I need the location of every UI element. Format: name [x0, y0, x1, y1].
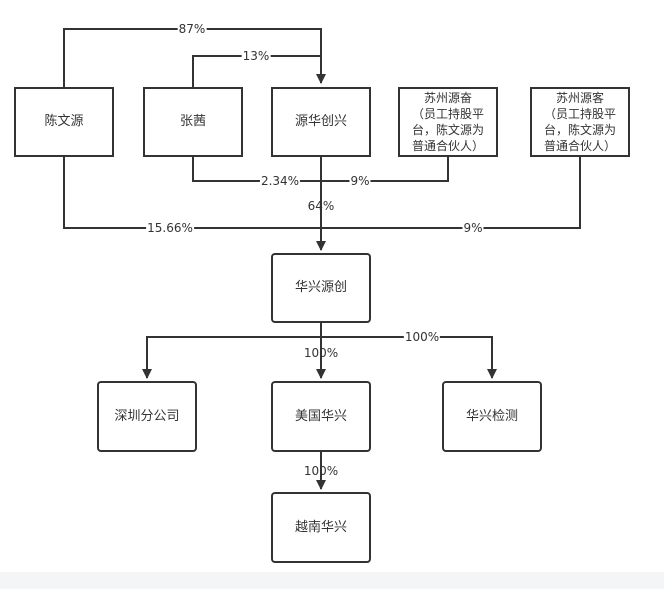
node-suzhou-yuanfen: 苏州源奋 （员工持股平 台，陈文源为 普通合伙人） — [398, 87, 498, 157]
label-yuanke-to-huaxing: 9% — [462, 221, 484, 235]
edge-huaxing-to-shenzhen — [142, 336, 321, 379]
label-zhang-to-yuanhua: 13% — [241, 49, 271, 63]
node-shenzhen-branch-label: 深圳分公司 — [114, 408, 180, 424]
label-yuanhua-to-huaxing: 64% — [307, 199, 335, 213]
bottom-band — [0, 572, 664, 589]
edge-chen-to-huaxing — [63, 157, 321, 229]
node-chen-wenyuan-label: 陈文源 — [44, 114, 84, 129]
node-yuenan-huaxing: 越南华兴 — [271, 492, 371, 563]
label-huaxing-to-meiguo: 100% — [303, 346, 339, 360]
edge-zhang-to-huaxing — [192, 157, 321, 182]
node-yuanhua-chuangxing-label: 源华创兴 — [294, 114, 347, 129]
node-huaxing-jiance-label: 华兴检测 — [465, 408, 518, 424]
edge-zhang-to-yuanhua — [192, 55, 321, 87]
edge-yuanfen-to-huaxing — [321, 157, 449, 182]
node-shenzhen-branch: 深圳分公司 — [97, 381, 197, 452]
node-chen-wenyuan: 陈文源 — [14, 87, 114, 157]
label-zhang-to-huaxing: 2.34% — [259, 174, 301, 188]
node-suzhou-yuanfen-label: 苏州源奋 （员工持股平 台，陈文源为 普通合伙人） — [411, 91, 484, 153]
label-meiguo-to-yuenan: 100% — [303, 464, 339, 478]
node-yuenan-huaxing-label: 越南华兴 — [294, 519, 347, 535]
label-yuanfen-to-huaxing: 9% — [349, 174, 371, 188]
node-zhang-qian: 张茜 — [143, 87, 243, 157]
node-meiguo-huaxing: 美国华兴 — [271, 381, 371, 452]
node-zhang-qian-label: 张茜 — [179, 114, 206, 129]
edge-yuanke-to-huaxing — [321, 157, 581, 229]
label-chen-to-huaxing: 15.66% — [146, 221, 194, 235]
label-huaxing-to-jiance: 100% — [403, 330, 441, 344]
node-huaxing-yuanchuang: 华兴源创 — [271, 253, 371, 323]
node-suzhou-yuanke-label: 苏州源客 （员工持股平 台，陈文源为 普通合伙人） — [543, 91, 616, 153]
edge-huaxing-to-jiance — [321, 336, 497, 379]
node-yuanhua-chuangxing: 源华创兴 — [271, 87, 371, 157]
node-suzhou-yuanke: 苏州源客 （员工持股平 台，陈文源为 普通合伙人） — [530, 87, 630, 157]
label-chen-to-yuanhua: 87% — [177, 22, 207, 36]
node-huaxing-yuanchuang-label: 华兴源创 — [294, 280, 347, 295]
node-huaxing-jiance: 华兴检测 — [442, 381, 542, 452]
node-meiguo-huaxing-label: 美国华兴 — [294, 408, 347, 424]
